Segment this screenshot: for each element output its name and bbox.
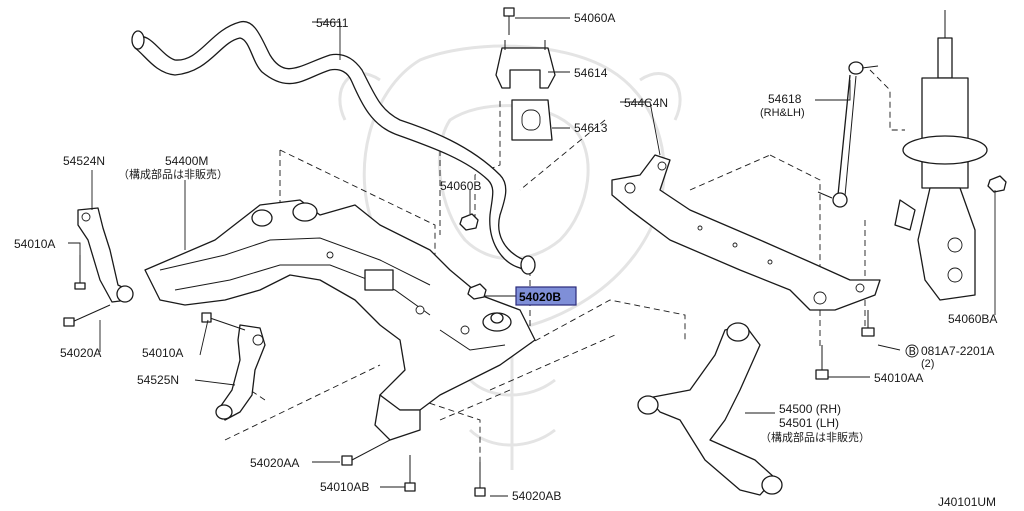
label-54060b[interactable]: 54060B	[440, 179, 481, 193]
label-081a7-circle: B	[909, 345, 917, 358]
bolt-icon-54010ab[interactable]	[404, 455, 416, 492]
label-54020ab[interactable]: 54020AB	[512, 489, 561, 503]
label-54060ba[interactable]: 54060BA	[948, 312, 997, 326]
bolt-icon-54010a-mid[interactable]	[201, 312, 246, 331]
label-54010a-mid[interactable]: 54010A	[142, 346, 183, 360]
label-54501[interactable]: 54501 (LH)	[779, 416, 839, 430]
label-54613[interactable]: 54613	[574, 121, 608, 135]
strut-assembly[interactable]	[894, 10, 988, 301]
label-54020a[interactable]: 54020A	[60, 346, 101, 360]
label-544c4n[interactable]: 544C4N	[624, 96, 668, 110]
brace-544c4n[interactable]	[611, 154, 881, 311]
highlight-box-54020b	[515, 286, 577, 306]
label-54010ab[interactable]: 54010AB	[320, 480, 369, 494]
label-081a7-qty: (2)	[921, 358, 934, 370]
bolt-icon-54020aa[interactable]	[341, 439, 391, 466]
stabilizer-clamp[interactable]	[495, 40, 556, 89]
label-54611[interactable]: 54611	[316, 16, 349, 30]
label-54060a[interactable]: 54060A	[574, 11, 615, 25]
leader-lines	[68, 17, 996, 497]
bolt-icon-54020ab[interactable]	[474, 462, 486, 497]
bracket-54524n[interactable]	[77, 207, 134, 303]
label-54614[interactable]: 54614	[574, 66, 608, 80]
clamp-bolt-icon[interactable]	[503, 7, 515, 35]
diagram-code: J40101UM	[938, 495, 996, 509]
label-54020b[interactable]: 54020B	[519, 290, 561, 304]
front-subframe[interactable]	[144, 199, 536, 441]
label-54500-note: （構成部品は非販売）	[760, 430, 870, 444]
label-54525n[interactable]: 54525N	[137, 373, 179, 387]
stabilizer-bar[interactable]	[131, 21, 536, 275]
label-54524n[interactable]: 54524N	[63, 154, 105, 168]
bracket-54525n[interactable]	[215, 324, 266, 421]
nut-icon-54060ba[interactable]	[987, 175, 1007, 193]
label-54020aa[interactable]: 54020AA	[250, 456, 299, 470]
label-54618-note: (RH&LH)	[760, 107, 805, 119]
bushing-mount-icon[interactable]	[467, 283, 512, 332]
bolt-icon-081a7[interactable]	[861, 310, 875, 337]
stabilizer-bushing[interactable]	[511, 99, 553, 141]
label-54400m-note: （構成部品は非販売）	[118, 167, 228, 181]
stabilizer-link-54618[interactable]	[817, 61, 879, 208]
bolt-icon-54020a[interactable]	[63, 304, 111, 327]
label-54500[interactable]: 54500 (RH)	[779, 402, 841, 416]
label-54010a-left[interactable]: 54010A	[14, 237, 55, 251]
bolt-code-circle	[905, 344, 919, 358]
bolt-icon-54010a-left[interactable]	[74, 255, 86, 290]
lower-control-arm[interactable]	[637, 322, 783, 496]
label-54010aa[interactable]: 54010AA	[874, 371, 923, 385]
nut-icon-54060b[interactable]	[459, 213, 479, 231]
label-081a7[interactable]: 081A7-2201A	[921, 344, 994, 358]
label-54618[interactable]: 54618	[768, 92, 802, 106]
bolt-icon-54010aa[interactable]	[815, 345, 829, 380]
part-labels: 54611 54060A 54614 54613 54060B 54020B 5…	[14, 11, 997, 509]
label-54400m[interactable]: 54400M	[165, 154, 208, 168]
